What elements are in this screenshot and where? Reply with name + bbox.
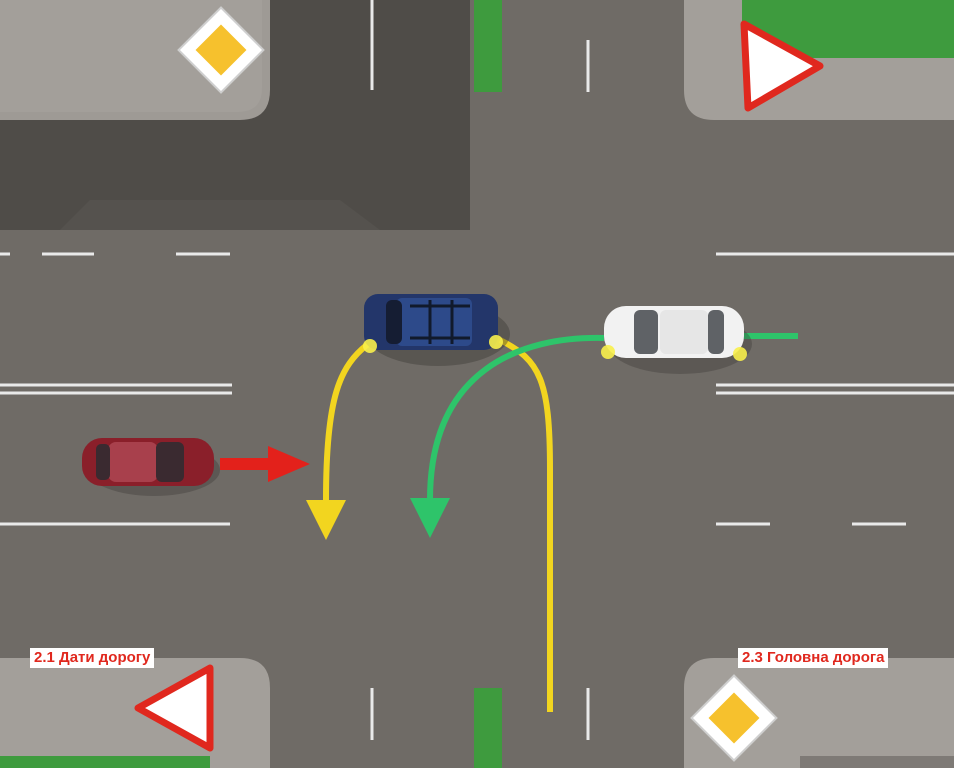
give-way-sign-top-right <box>740 20 824 112</box>
main-road-sign-bottom-right <box>690 674 778 762</box>
red-path <box>220 446 310 482</box>
yellow-u-turn-path <box>498 337 553 712</box>
blue-suv <box>363 294 510 366</box>
top-right-block <box>684 0 954 120</box>
main-road-label: 2.3 Головна дорога <box>738 648 889 668</box>
main-road-sign-top-left <box>177 6 265 94</box>
top-grass-strip <box>474 0 502 92</box>
give-way-sign-bottom-left <box>134 664 214 752</box>
green-left-turn-path <box>410 333 798 538</box>
give-way-label: 2.1 Дати дорогу <box>30 648 155 668</box>
bottom-left-block <box>0 658 270 768</box>
red-car <box>82 438 220 496</box>
white-car <box>601 306 752 374</box>
lane-markings <box>0 0 954 740</box>
yellow-left-turn-path <box>306 341 370 540</box>
top-left-block <box>0 0 502 230</box>
